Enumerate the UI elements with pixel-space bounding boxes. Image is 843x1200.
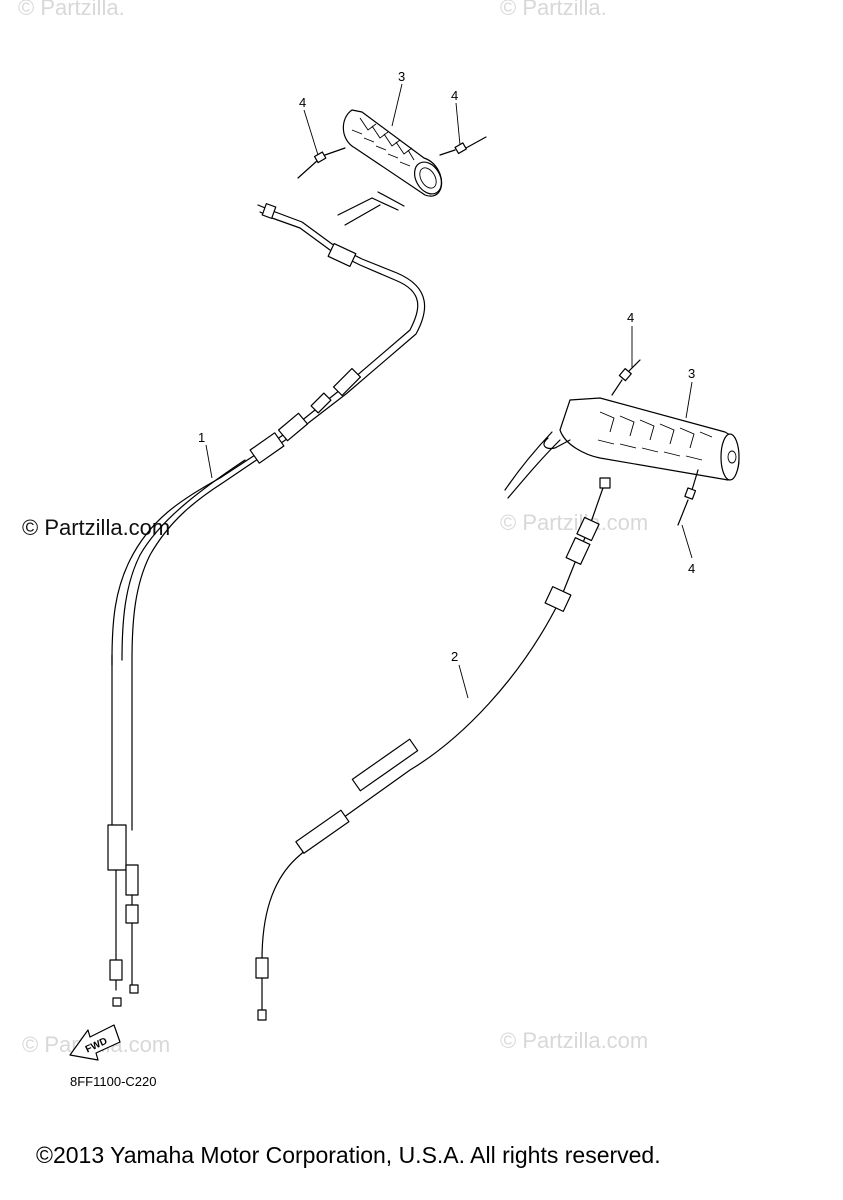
- throttle-grip-right: [504, 397, 740, 499]
- watermark-top-right: © Partzilla.: [500, 0, 607, 20]
- copyright-notice: ©2013 Yamaha Motor Corporation, U.S.A. A…: [36, 1142, 661, 1168]
- callout-label-4-right-lower: 4: [688, 561, 695, 576]
- watermark-top-left: © Partzilla.: [18, 0, 125, 20]
- watermark-middle-left: © Partzilla.com: [22, 515, 170, 540]
- callout-3-top: 3: [391, 69, 405, 127]
- cable-2: [255, 477, 611, 1021]
- callout-3-right: 3: [685, 366, 695, 419]
- screw-top-left: [297, 147, 346, 179]
- callout-label-2: 2: [451, 649, 458, 664]
- callout-label-4-right-upper: 4: [627, 310, 634, 325]
- watermark-middle-right: © Partzilla.com: [500, 510, 648, 535]
- screw-right-lower: [677, 469, 699, 526]
- callout-label-4-top-right: 4: [451, 88, 458, 103]
- callout-4-top-right: 4: [451, 88, 461, 146]
- throttle-cable-1: [107, 203, 426, 1007]
- callout-label-1: 1: [198, 430, 205, 445]
- screw-right-upper: [611, 359, 641, 396]
- diagram-code: 8FF1100-C220: [70, 1074, 156, 1089]
- watermark-bottom-right: © Partzilla.com: [500, 1028, 648, 1053]
- callout-4-right-upper: 4: [627, 310, 634, 368]
- callout-label-4-top-left: 4: [299, 95, 306, 110]
- callout-label-3-top: 3: [398, 69, 405, 84]
- callout-2: 2: [451, 649, 469, 699]
- callout-1: 1: [198, 430, 213, 479]
- callout-4-top-left: 4: [299, 95, 319, 156]
- callout-label-3-right: 3: [688, 366, 695, 381]
- throttle-grip-top: [337, 109, 443, 226]
- callout-4-right-lower: 4: [681, 524, 695, 576]
- screw-top-right: [439, 136, 487, 156]
